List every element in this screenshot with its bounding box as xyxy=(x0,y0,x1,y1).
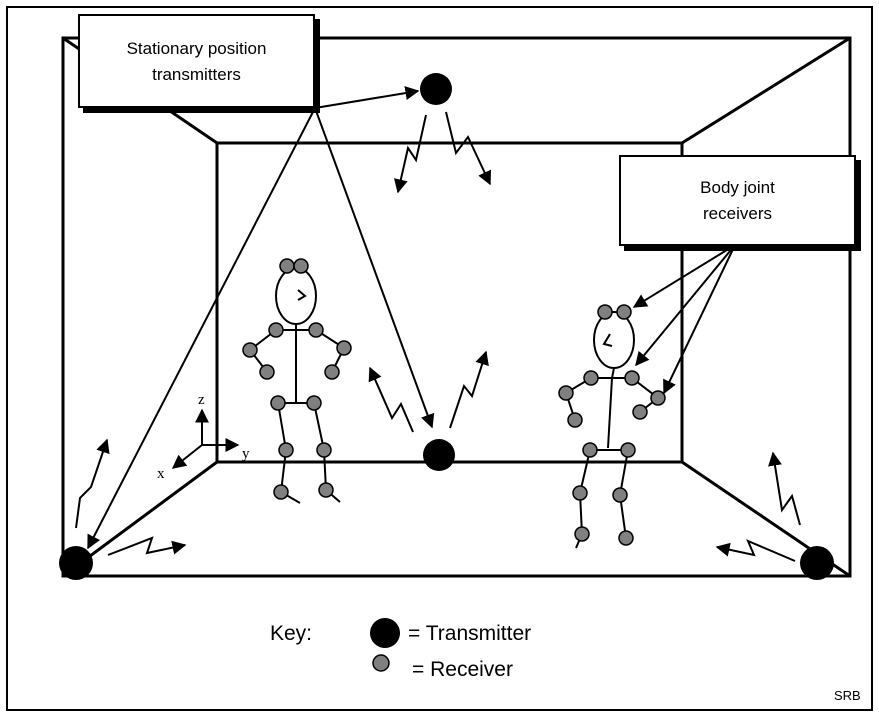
y-axis-label: y xyxy=(242,446,250,462)
receiver-dot xyxy=(583,370,599,386)
receiver-dot xyxy=(616,304,632,320)
stick-figure-left xyxy=(242,258,352,504)
receiver-dot xyxy=(574,526,590,542)
receiver-dot xyxy=(324,364,340,380)
receiver-dot xyxy=(632,404,648,420)
room-edge-tr xyxy=(681,36,851,145)
receiver-dot xyxy=(582,442,598,458)
receiver-dot xyxy=(620,442,636,458)
receivers-callout: Body joint receivers xyxy=(619,155,856,246)
stick-figure-right xyxy=(558,304,666,549)
receiver-dot xyxy=(259,364,275,380)
z-axis-label: z xyxy=(198,392,205,408)
x-axis-label: x xyxy=(157,466,165,482)
pointer-to-center-transmitter xyxy=(314,107,435,429)
receiver-dot xyxy=(270,395,286,411)
receiver-dot xyxy=(572,485,588,501)
key-receiver-symbol xyxy=(372,654,390,672)
receiver-dot xyxy=(293,258,309,274)
transmitters-callout-line2: transmitters xyxy=(152,65,241,84)
receiver-dot xyxy=(624,370,640,386)
right-leg xyxy=(313,402,341,503)
signal-arrows xyxy=(75,111,801,562)
receiver-callout-pointers xyxy=(632,244,736,395)
receivers-callout-line1: Body joint xyxy=(700,178,775,197)
receiver-dot xyxy=(650,390,666,406)
room-front-face xyxy=(61,36,852,578)
receiver-dot xyxy=(336,340,352,356)
receivers-callout-line2: receivers xyxy=(703,204,772,223)
receiver-dot xyxy=(306,395,322,411)
transmitter-top xyxy=(420,73,452,105)
transmitter-bottom-left xyxy=(59,546,93,580)
transmitter-bottom-right xyxy=(800,546,834,580)
receiver-dot xyxy=(268,322,284,338)
pointer-to-hand-receiver xyxy=(663,244,736,395)
signal-arrow xyxy=(768,451,801,526)
signal-arrow xyxy=(715,539,796,562)
head xyxy=(593,311,635,369)
signature: SRB xyxy=(834,688,861,703)
transmitter-callout-pointers xyxy=(87,86,435,550)
receiver-dot xyxy=(318,482,334,498)
receiver-dot xyxy=(612,487,628,503)
receiver-dot xyxy=(278,442,294,458)
signal-arrow xyxy=(75,438,110,529)
head xyxy=(275,267,317,325)
pointer-to-left-transmitter xyxy=(87,107,316,550)
signal-arrow xyxy=(107,536,187,556)
key-receiver-text: = Receiver xyxy=(412,658,513,681)
x-axis-arrow xyxy=(171,444,203,469)
key-transmitter-text: = Transmitter xyxy=(408,622,532,645)
receiver-dot xyxy=(567,412,583,428)
left-leg xyxy=(277,402,301,504)
transmitters-callout-line1: Stationary position xyxy=(126,39,267,58)
coordinate-axes xyxy=(171,408,240,469)
signal-arrow xyxy=(393,114,427,194)
face-mark xyxy=(297,289,307,301)
receiver-dot xyxy=(242,342,258,358)
receiver-dot xyxy=(308,322,324,338)
pointer-to-shoulder-receiver xyxy=(635,244,736,367)
receiver-dot xyxy=(316,442,332,458)
receiver-dot xyxy=(273,484,289,500)
spine xyxy=(607,377,613,449)
signal-arrow xyxy=(449,350,489,429)
pointer-to-head-receiver xyxy=(632,244,736,308)
outer-border xyxy=(6,6,873,711)
signal-arrow xyxy=(445,111,491,186)
pointer-to-top-transmitter xyxy=(314,86,420,109)
key-transmitter-symbol xyxy=(370,618,400,648)
receiver-dot xyxy=(279,258,295,274)
receiver-dot xyxy=(558,385,574,401)
transmitter-center xyxy=(423,439,455,471)
room-box xyxy=(61,36,852,578)
receiver-dot xyxy=(618,530,634,546)
face-mark xyxy=(602,333,613,347)
receiver-dot xyxy=(597,304,613,320)
signal-arrow xyxy=(368,366,414,433)
key-label: Key: xyxy=(270,622,313,645)
transmitters-callout: Stationary position transmitters xyxy=(78,14,315,108)
neck xyxy=(611,367,615,379)
